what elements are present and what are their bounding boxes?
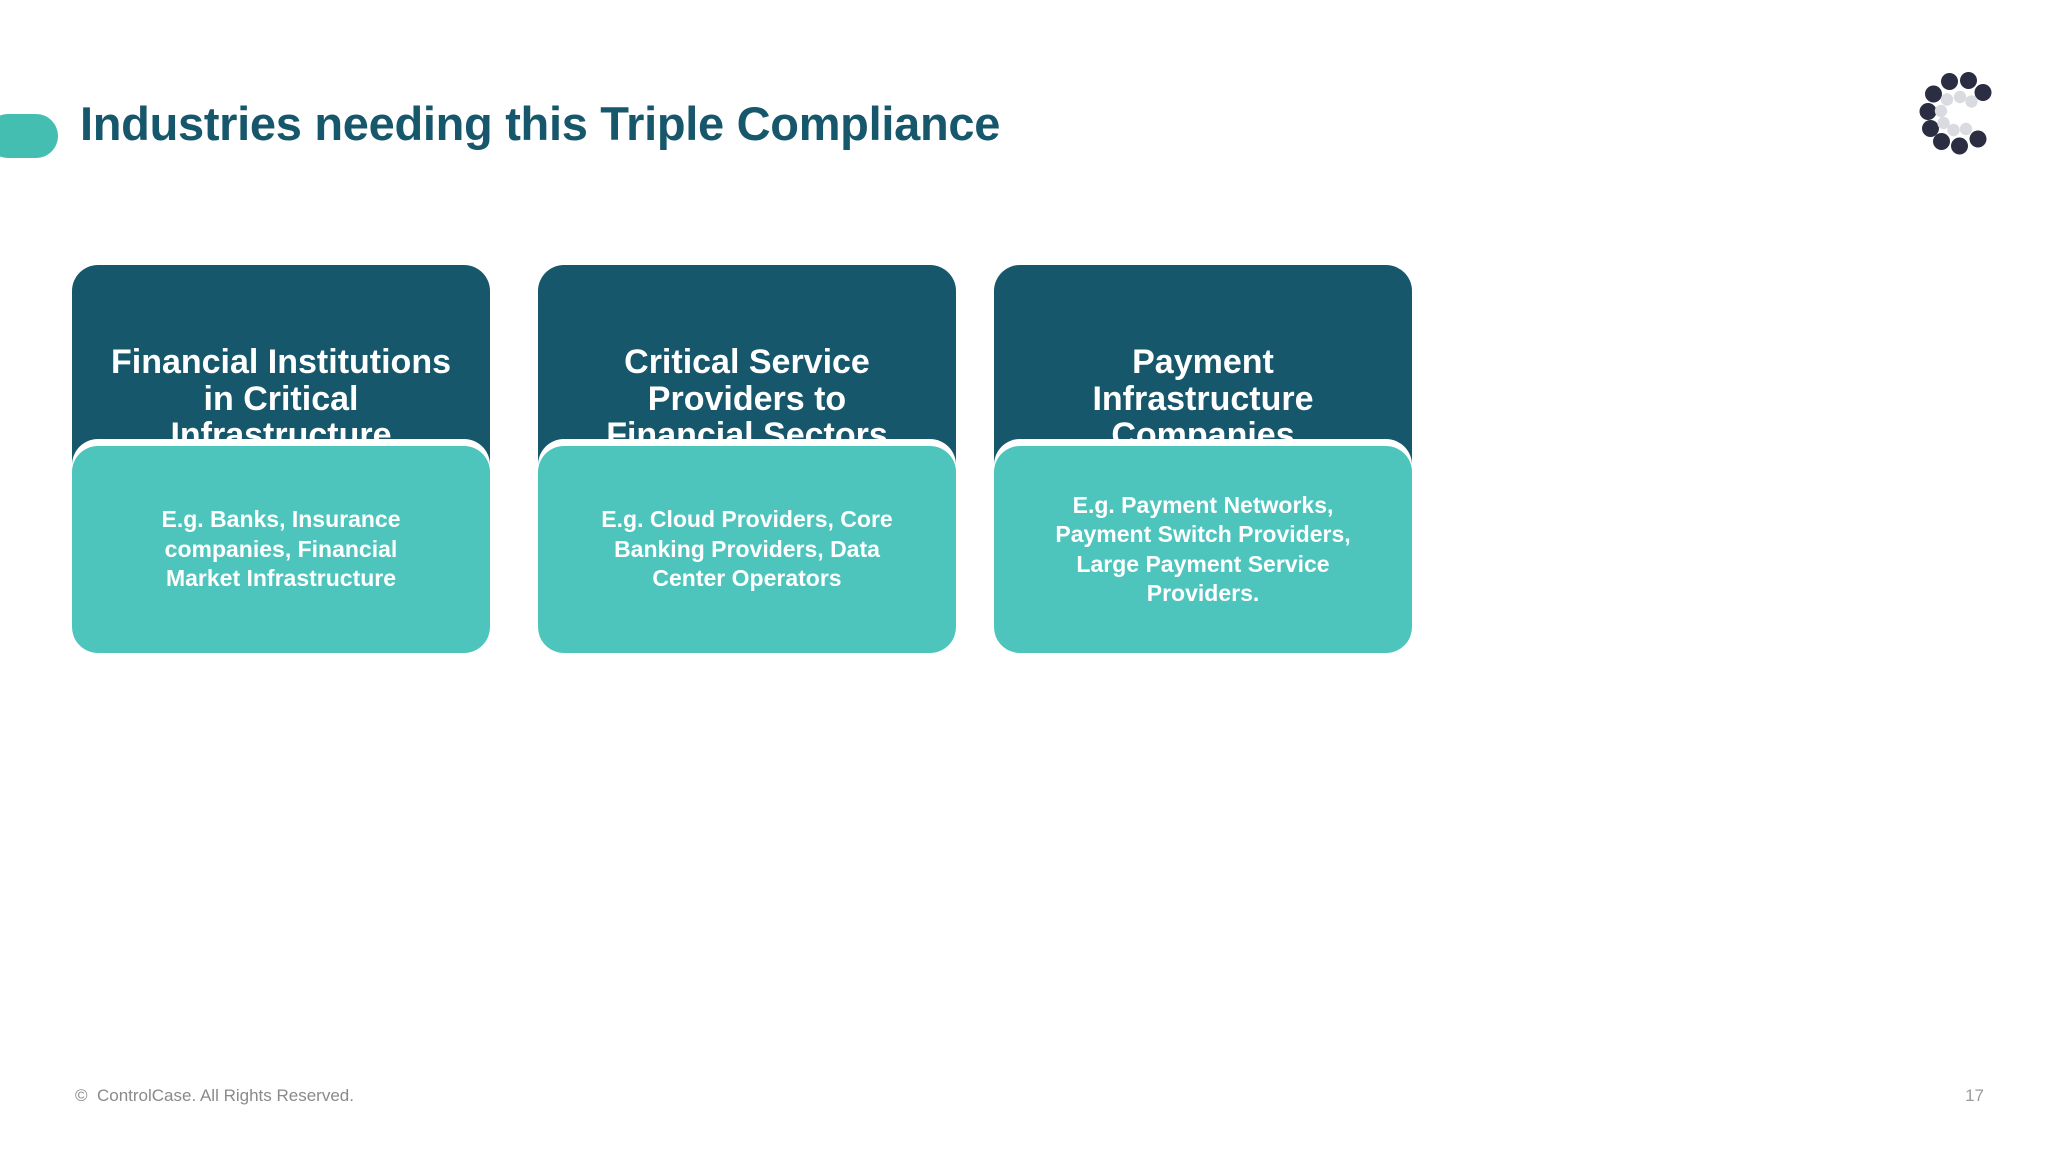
card-example-text: E.g. Banks, Insurance companies, Financi… bbox=[161, 506, 401, 592]
card-example-text: E.g. Payment Networks, Payment Switch Pr… bbox=[1055, 491, 1351, 606]
card-heading: Financial Institutions in Critical Infra… bbox=[110, 342, 452, 455]
card-body: E.g. Cloud Providers, Core Banking Provi… bbox=[538, 446, 956, 653]
footer-copyright: © ControlCase. All Rights Reserved. bbox=[75, 1086, 354, 1105]
logo-inner-dots bbox=[1934, 90, 1978, 137]
industry-card-critical-service-providers: Critical Service Providers to Financial … bbox=[538, 265, 956, 653]
card-example-text: E.g. Cloud Providers, Core Banking Provi… bbox=[601, 506, 893, 592]
title-accent-bar bbox=[0, 114, 58, 158]
page-title: Industries needing this Triple Complianc… bbox=[80, 97, 1001, 150]
controlcase-logo bbox=[1914, 68, 2002, 156]
industry-card-payment-infrastructure: Payment Infrastructure Companies E.g. Pa… bbox=[994, 265, 1412, 653]
logo-outer-dots bbox=[1919, 72, 1992, 155]
slide-number: 17 bbox=[1965, 1086, 1984, 1105]
card-heading: Critical Service Providers to Financial … bbox=[606, 342, 888, 455]
industry-card-financial-institutions: Financial Institutions in Critical Infra… bbox=[72, 265, 490, 653]
card-body: E.g. Payment Networks, Payment Switch Pr… bbox=[994, 446, 1412, 653]
card-body: E.g. Banks, Insurance companies, Financi… bbox=[72, 446, 490, 653]
card-heading: Payment Infrastructure Companies bbox=[1092, 342, 1314, 455]
